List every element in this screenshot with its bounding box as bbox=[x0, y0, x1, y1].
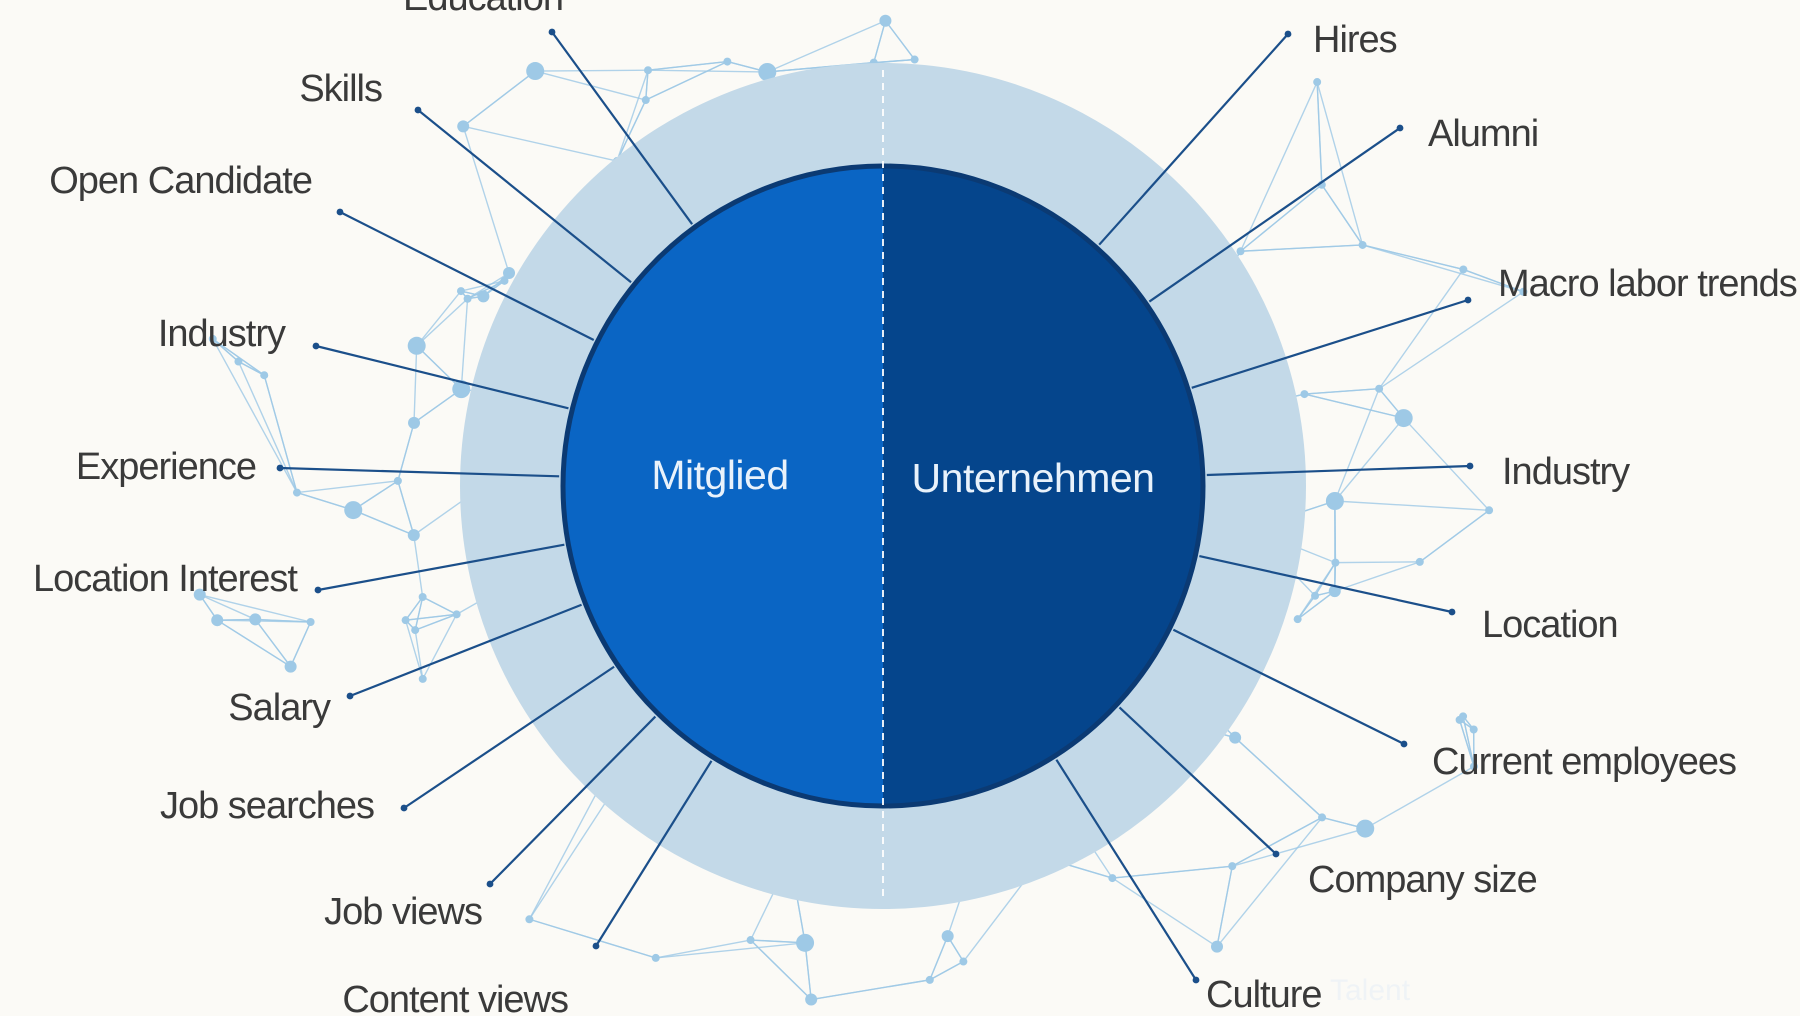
center-circle bbox=[560, 163, 1206, 809]
left-connector-job-searches bbox=[403, 665, 615, 809]
right-factor-current-employees: Current employees bbox=[1432, 741, 1736, 783]
right-endpoint-company-size bbox=[1272, 850, 1280, 858]
right-connector-hires bbox=[1098, 33, 1289, 246]
left-connector-industry bbox=[315, 344, 569, 410]
right-endpoint-industry bbox=[1466, 462, 1474, 470]
left-endpoint-experience bbox=[276, 464, 284, 472]
right-endpoint-hires bbox=[1284, 30, 1292, 38]
company-label: Unternehmen bbox=[912, 455, 1155, 501]
member-label: Mitglied bbox=[651, 452, 788, 498]
member-half bbox=[563, 166, 883, 806]
left-endpoint-skills bbox=[414, 106, 422, 114]
left-endpoint-job-views bbox=[486, 880, 494, 888]
left-endpoint-content-views bbox=[592, 942, 600, 950]
right-connector-culture bbox=[1055, 759, 1197, 981]
right-factor-company-size: Company size bbox=[1308, 859, 1537, 901]
left-connector-skills bbox=[417, 109, 632, 284]
right-connector-location bbox=[1199, 554, 1453, 614]
right-factor-alumni: Alumni bbox=[1428, 113, 1538, 155]
factor-labels: EducationSkillsOpen CandidateIndustryExp… bbox=[33, 0, 1798, 1016]
left-connector-content-views bbox=[595, 760, 713, 947]
right-endpoint-alumni bbox=[1396, 124, 1404, 132]
right-connector-current-employees bbox=[1172, 628, 1405, 745]
right-connector-company-size bbox=[1118, 706, 1277, 855]
right-endpoint-location bbox=[1448, 608, 1456, 616]
left-connector-education bbox=[551, 31, 694, 225]
left-factor-experience: Experience bbox=[76, 446, 256, 488]
left-connector-job-views bbox=[489, 715, 657, 885]
left-connector-open-candidate bbox=[339, 211, 595, 342]
left-connector-salary bbox=[349, 603, 582, 698]
left-factor-education: Education bbox=[403, 0, 563, 19]
right-endpoint-current-employees bbox=[1400, 740, 1408, 748]
left-endpoint-location-interest bbox=[314, 586, 322, 594]
right-endpoint-macro-labor-trends bbox=[1464, 296, 1472, 304]
left-factor-content-views: Content views bbox=[342, 979, 568, 1016]
left-connector-experience bbox=[279, 466, 560, 478]
left-endpoint-job-searches bbox=[400, 804, 408, 812]
left-connector-location-interest bbox=[317, 543, 565, 592]
left-endpoint-open-candidate bbox=[336, 208, 344, 216]
right-factor-macro-labor-trends: Macro labor trends bbox=[1498, 263, 1797, 305]
left-factor-job-searches: Job searches bbox=[160, 785, 374, 827]
factor-connectors bbox=[276, 28, 1474, 984]
right-factor-culture: Culture bbox=[1206, 974, 1322, 1016]
watermark: Talent bbox=[1330, 974, 1411, 1007]
left-factor-open-candidate: Open Candidate bbox=[49, 160, 312, 202]
right-endpoint-culture bbox=[1192, 976, 1200, 984]
left-factor-skills: Skills bbox=[299, 68, 382, 110]
right-connector-alumni bbox=[1148, 127, 1401, 303]
left-factor-salary: Salary bbox=[228, 687, 331, 729]
company-half bbox=[883, 166, 1203, 806]
left-endpoint-education bbox=[548, 28, 556, 36]
left-endpoint-salary bbox=[346, 692, 354, 700]
left-factor-industry: Industry bbox=[158, 313, 286, 355]
left-endpoint-industry bbox=[312, 342, 320, 350]
right-connector-industry bbox=[1206, 464, 1471, 477]
right-connector-macro-labor-trends bbox=[1191, 298, 1469, 389]
right-factor-location: Location bbox=[1482, 604, 1618, 646]
left-factor-location-interest: Location Interest bbox=[33, 558, 298, 600]
right-factor-industry: Industry bbox=[1502, 451, 1630, 493]
right-factor-hires: Hires bbox=[1313, 19, 1397, 61]
left-factor-job-views: Job views bbox=[324, 891, 482, 933]
